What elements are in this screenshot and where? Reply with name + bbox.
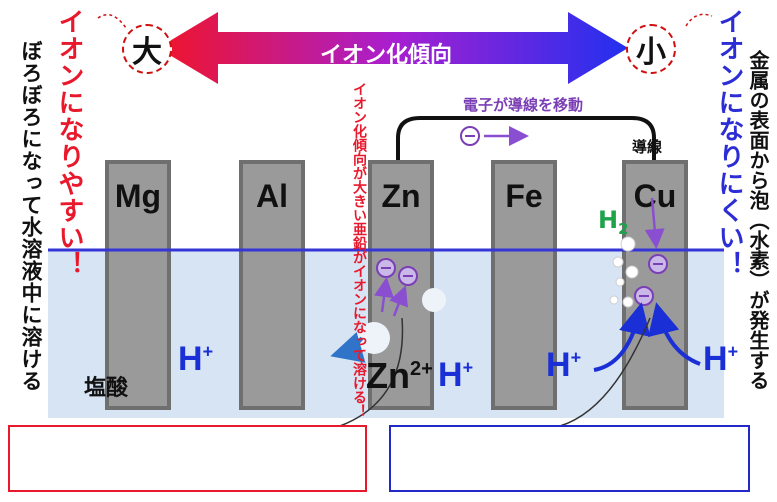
metal-plate-zn: Zn [368, 160, 434, 410]
zinc-ion-arrow [330, 332, 366, 363]
answer-box-copper[interactable] [389, 425, 750, 492]
large-tendency-label: 大 [132, 35, 162, 70]
zinc-corrosion-notch [358, 322, 390, 354]
hydrogen-bubble [625, 265, 639, 279]
h-symbol: H [546, 346, 571, 384]
hydrogen-ion-arrow [648, 302, 701, 366]
answer-box-zinc[interactable] [8, 425, 367, 492]
h-symbol: H [178, 340, 203, 378]
h-charge: + [462, 357, 474, 378]
hydrogen-ion-arrow [593, 302, 651, 372]
wire-label: 導線 [632, 138, 663, 156]
h-symbol: H [438, 356, 463, 394]
h2-symbol: H [598, 206, 619, 234]
ionization-tendency-title: イオン化傾向 [320, 43, 453, 68]
dashed-connector-left [97, 13, 127, 29]
hardly-ionized-text: イオンになりにくい！ [714, 8, 744, 278]
small-tendency-marker: 小 [626, 24, 676, 74]
electron-moves-label: 電子が導線を移動 [463, 96, 584, 114]
h-symbol: H [703, 340, 728, 378]
metal-label: Zn [381, 178, 421, 214]
zinc-dissolves-note: イオン化傾向が大きい亜鉛がイオンになって溶ける！ [351, 82, 367, 418]
metal-label: Mg [114, 178, 162, 214]
metal-plate-al: Al [239, 160, 305, 410]
hydrogen-bubble [609, 295, 619, 305]
leader-line-zinc [339, 317, 404, 427]
h-charge: + [727, 341, 739, 362]
hydrogen-bubble [620, 236, 636, 252]
electron-arrow [389, 285, 408, 317]
metal-label: Al [256, 178, 288, 214]
large-tendency-marker: 大 [122, 24, 172, 74]
dissolves-text: ぼろぼろになって水溶液中に溶ける [19, 40, 43, 392]
hydrogen-ion-label: H+ [703, 340, 738, 379]
hydrochloric-acid-label: 塩酸 [84, 376, 129, 401]
easily-ionized-text: イオンになりやすい！ [54, 8, 84, 278]
zinc-corrosion-notch [422, 288, 446, 312]
metal-label: Cu [633, 178, 677, 214]
conducting-wire [396, 116, 656, 196]
h-charge: + [570, 347, 582, 368]
hydrogen-ion-label: H+ [546, 346, 581, 385]
h-charge: + [202, 341, 214, 362]
hydrogen-gas-label: H2 [598, 206, 629, 238]
hydrogen-ion-label: H+ [178, 340, 213, 379]
leader-line-copper [559, 317, 651, 427]
hydrogen-bubble [622, 296, 634, 308]
zinc-ion-label: Zn2+ [366, 355, 433, 397]
hydrogen-bubble [612, 256, 624, 268]
zn-symbol: Zn [366, 355, 410, 396]
zn-charge: 2+ [409, 358, 433, 380]
electron-arrow [644, 197, 665, 249]
hydrogen-bubble [615, 277, 625, 287]
ionization-tendency-arrow [158, 12, 628, 84]
metal-label: Fe [505, 178, 543, 214]
h2-subscript: 2 [618, 219, 629, 238]
metal-plate-fe: Fe [491, 160, 557, 410]
bubbles-text: 金属の表面から泡（水素）が発生する [746, 50, 770, 390]
electron-arrow [374, 277, 394, 313]
small-tendency-label: 小 [636, 35, 666, 70]
hydrogen-ion-label: H+ [438, 356, 473, 395]
metal-plate-mg: Mg [105, 160, 171, 410]
metal-plate-cu: Cu [622, 160, 688, 410]
dashed-connector-right [685, 13, 713, 27]
